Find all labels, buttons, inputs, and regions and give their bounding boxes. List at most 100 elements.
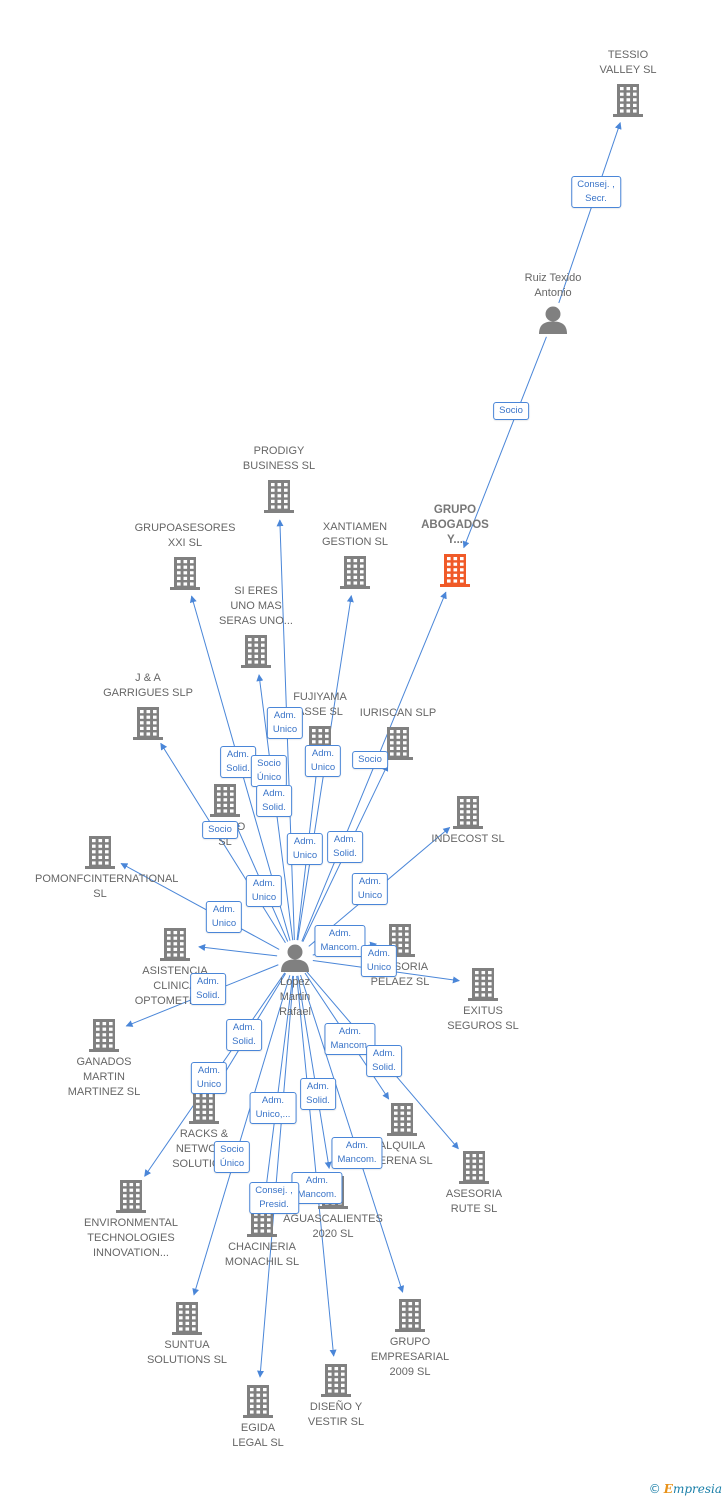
node-label: AGUASCALIENTES 2020 SL — [283, 1213, 383, 1240]
building-icon — [39, 1017, 169, 1053]
building-icon — [191, 633, 321, 669]
company-node-egida[interactable]: EGIDA LEGAL SL — [193, 1383, 323, 1451]
node-label: INDECOST SL — [431, 833, 505, 845]
company-node-environmental[interactable]: ENVIRONMENTAL TECHNOLOGIES INNOVATION... — [66, 1178, 196, 1261]
company-node-indecost[interactable]: INDECOST SL — [403, 794, 533, 847]
building-icon — [35, 834, 165, 870]
edge-label[interactable]: Socio Único — [250, 755, 288, 787]
person-icon — [230, 943, 360, 973]
company-node-grupo-empresarial[interactable]: GRUPO EMPRESARIAL 2009 SL — [345, 1297, 475, 1380]
edge-lopez-to-grupo-empresarial — [300, 974, 405, 1293]
edge-label[interactable]: Adm. Solid. — [300, 1078, 336, 1110]
edge-label[interactable]: Adm. Unico — [304, 745, 342, 777]
person-node-ruiz[interactable]: Ruiz Texido Antonio — [488, 271, 618, 335]
node-label: J & A GARRIGUES SLP — [103, 672, 193, 699]
edge-label[interactable]: Adm. Solid. — [327, 831, 363, 863]
edge-label[interactable]: Socio Único — [213, 1141, 251, 1173]
edge-label[interactable]: Adm. Solid. — [190, 973, 226, 1005]
company-node-ja-garrigues[interactable]: J & A GARRIGUES SLP — [83, 671, 213, 741]
node-label: GRUPO ABOGADOS Y... — [421, 504, 489, 546]
edge-lopez-to-aguascalientes — [297, 975, 332, 1170]
edge-label[interactable]: Consej. , Secr. — [571, 176, 621, 208]
company-node-iuriscan[interactable]: IURISCAN SLP — [333, 706, 463, 761]
node-label: DISEÑO Y VESTIR SL — [307, 1401, 365, 1428]
building-icon — [66, 1178, 196, 1214]
edge-label[interactable]: Adm. Unico,... — [249, 1092, 297, 1124]
node-label: ASESORIA RUTE SL — [445, 1188, 503, 1215]
building-icon — [160, 782, 290, 818]
edge-label[interactable]: Adm. Solid. — [226, 1019, 262, 1051]
node-label: EGIDA LEGAL SL — [232, 1422, 284, 1449]
edge-ruiz-to-tessio — [558, 122, 622, 304]
node-label: TESSIO VALLEY SL — [599, 49, 657, 76]
edge-label[interactable]: Adm. Unico — [205, 901, 243, 933]
node-label: EXITUS SEGUROS SL — [447, 1005, 519, 1032]
edge-ruiz-to-grupo-abogados — [462, 336, 547, 549]
company-node-ganados[interactable]: GANADOS MARTIN MARTINEZ SL — [39, 1017, 169, 1100]
building-icon — [345, 1297, 475, 1333]
node-label: GANADOS MARTIN MARTINEZ SL — [67, 1056, 141, 1098]
edge-lopez-to-suntua — [192, 975, 291, 1296]
edge-label[interactable]: Adm. Unico — [266, 707, 304, 739]
node-label: ENVIRONMENTAL TECHNOLOGIES INNOVATION... — [84, 1217, 178, 1259]
node-label: GRUPO EMPRESARIAL 2009 SL — [370, 1336, 450, 1378]
edge-label[interactable]: Adm. Mancom. — [331, 1137, 383, 1169]
company-node-si-eres[interactable]: SI ERES UNO MAS SERAS UNO... — [191, 584, 321, 669]
company-node-exitus[interactable]: EXITUS SEGUROS SL — [418, 966, 548, 1034]
company-node-alquila[interactable]: ALQUILA SERENA SL — [337, 1101, 467, 1169]
building-icon — [120, 555, 250, 591]
building-icon — [139, 1089, 269, 1125]
building-icon — [193, 1383, 323, 1419]
node-label: POMONFCINTERNATIONAL SL — [35, 873, 179, 900]
edge-label[interactable]: Adm. Unico — [351, 873, 389, 905]
building-icon — [122, 1300, 252, 1336]
edge-lopez-to-egida — [257, 975, 295, 1378]
node-label: GRUPOASESORES XXI SL — [134, 522, 236, 549]
node-label: PRODIGY BUSINESS SL — [242, 445, 316, 472]
node-label: Lopez Martin Rafael — [279, 976, 311, 1018]
building-icon — [110, 926, 240, 962]
brand-name: mpresia — [672, 1482, 722, 1496]
company-node-diseno[interactable]: DISEÑO Y VESTIR SL — [271, 1362, 401, 1430]
edge-lopez-to-chacineria — [262, 975, 294, 1197]
company-node-tessio[interactable]: TESSIO VALLEY SL — [563, 48, 693, 118]
edge-label[interactable]: Socio — [202, 821, 238, 839]
edge-label[interactable]: Adm. Unico — [245, 875, 283, 907]
company-node-prodigy[interactable]: PRODIGY BUSINESS SL — [214, 444, 344, 514]
edge-label[interactable]: Adm. Solid. — [366, 1045, 402, 1077]
building-icon — [563, 82, 693, 118]
brand-watermark: ©Empresia — [649, 1482, 722, 1496]
edge-label[interactable]: Socio — [493, 402, 529, 420]
building-icon — [403, 794, 533, 830]
edge-label[interactable]: Adm. Unico — [360, 945, 398, 977]
node-label: CHACINERIA MONACHIL SL — [224, 1241, 300, 1268]
building-icon — [390, 552, 520, 588]
company-node-asesoria-rute[interactable]: ASESORIA RUTE SL — [409, 1149, 539, 1217]
edge-label[interactable]: Consej. , Presid. — [249, 1182, 299, 1214]
edge-lopez-to-ja-garrigues — [160, 742, 286, 944]
building-icon — [290, 554, 420, 590]
node-label: Ruiz Texido Antonio — [524, 272, 582, 299]
edge-label[interactable]: Adm. Mancom. — [314, 925, 366, 957]
company-node-xantiamen[interactable]: XANTIAMEN GESTION SL — [290, 520, 420, 590]
company-node-grupo-abogados[interactable]: GRUPO ABOGADOS Y... — [390, 503, 520, 588]
company-node-grupoasesores[interactable]: GRUPOASESORES XXI SL — [120, 521, 250, 591]
company-node-pomonf[interactable]: POMONFCINTERNATIONAL SL — [35, 834, 179, 902]
brand-initial: E — [663, 1482, 673, 1496]
edge-label[interactable]: Adm. Solid. — [256, 785, 292, 817]
node-label: IURISCAN SLP — [359, 707, 437, 719]
building-icon — [337, 1101, 467, 1137]
node-label: ALQUILA SERENA SL — [371, 1140, 433, 1167]
edge-label[interactable]: Socio — [352, 751, 388, 769]
company-node-suntua[interactable]: SUNTUA SOLUTIONS SL — [122, 1300, 252, 1368]
edge-label[interactable]: Adm. Unico — [190, 1062, 228, 1094]
edge-label[interactable]: Adm. Mancom. — [291, 1172, 343, 1204]
building-icon — [333, 725, 463, 761]
edge-label[interactable]: Adm. Solid. — [220, 746, 256, 778]
edge-label[interactable]: Adm. Unico — [286, 833, 324, 865]
person-node-lopez[interactable]: Lopez Martin Rafael — [230, 943, 360, 1020]
edge-lopez-to-diseno — [296, 975, 337, 1357]
building-icon — [83, 705, 213, 741]
building-icon — [418, 966, 548, 1002]
copyright-symbol: © — [648, 1482, 661, 1496]
